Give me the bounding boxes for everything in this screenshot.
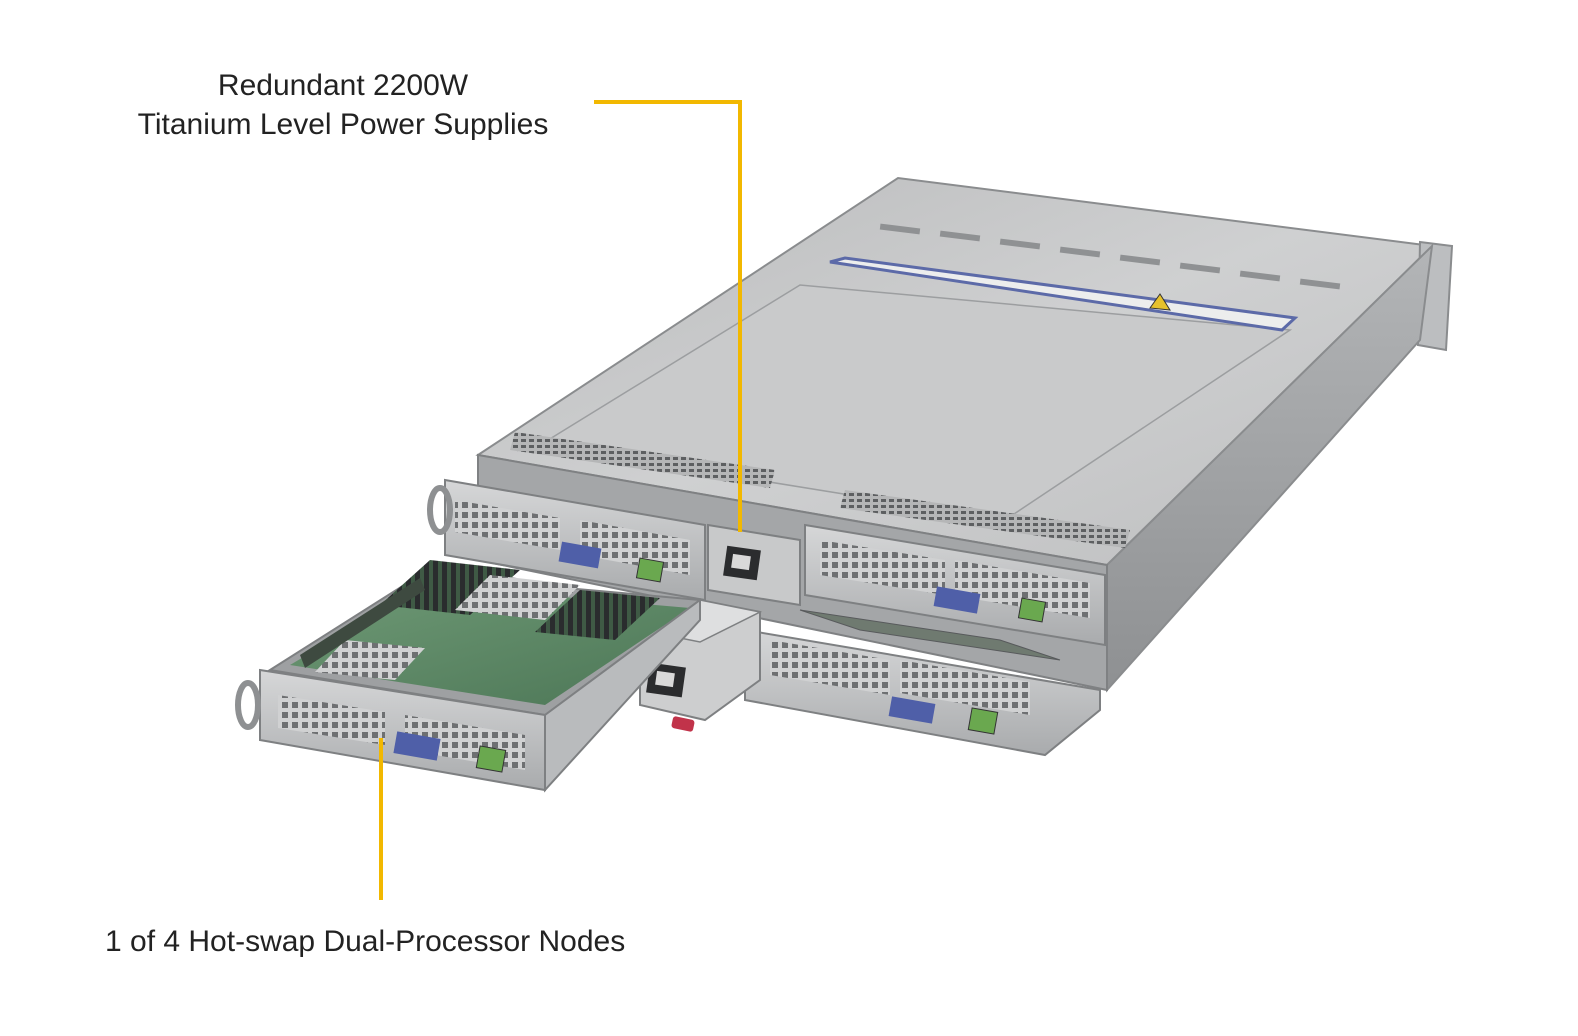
- psu-upper: [707, 523, 801, 607]
- node-upper-left: [427, 478, 706, 602]
- psu-callout-line2: Titanium Level Power Supplies: [137, 108, 549, 141]
- psu-callout-line1: Redundant 2200W: [217, 69, 469, 102]
- psu-callout-leader: [594, 100, 742, 532]
- psu-callout-label: Redundant 2200W Titanium Level Power Sup…: [118, 66, 568, 144]
- cover-slot-row: [879, 223, 1341, 290]
- node-lower-right: [725, 609, 1101, 757]
- node-callout-label: 1 of 4 Hot-swap Dual-Processor Nodes: [105, 925, 626, 958]
- front-vent-left: [510, 432, 775, 488]
- node-lower-left-pulled: [235, 560, 703, 793]
- service-label-strip: [829, 256, 1299, 332]
- front-vent-right: [840, 490, 1130, 548]
- warning-label-icon: [1149, 293, 1171, 311]
- node-upper-right: [804, 523, 1106, 647]
